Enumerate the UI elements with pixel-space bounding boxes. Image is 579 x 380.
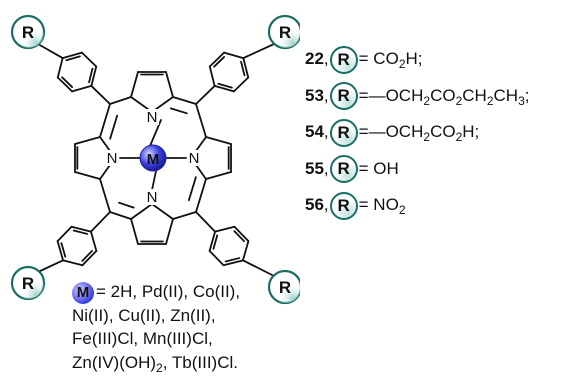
nitrogen-atoms: N N N N: [105, 109, 201, 206]
metal-list-line: Fe(III)Cl, Mn(III)Cl,: [72, 329, 213, 349]
compound-number: 54: [305, 122, 324, 141]
metal-center: M: [139, 144, 167, 172]
formula-text: CO: [430, 122, 456, 141]
r-group-top-right: R: [267, 14, 300, 50]
compound-number: 22: [305, 49, 324, 68]
nitrogen-left: N: [107, 150, 118, 167]
r-group-top-left: R: [10, 14, 46, 50]
formula-subscript: 2: [398, 57, 406, 71]
svg-text:R: R: [22, 274, 34, 293]
compound-separator: ,: [323, 158, 329, 178]
r-badge: R: [329, 118, 358, 147]
formula-text: CH: [462, 85, 487, 105]
compound-row: 54,R=—OCH2CO2H;: [305, 117, 479, 147]
svg-text:R: R: [279, 278, 291, 297]
r-badge: R: [329, 45, 358, 74]
metal-list: M= 2H, Pd(II), Co(II), Ni(II), Cu(II), Z…: [72, 280, 240, 380]
compound-row: 53,R=—OCH2CO2CH2CH3;: [305, 81, 529, 111]
metal-badge: M: [72, 281, 94, 304]
formula-text: CO: [430, 85, 456, 105]
formula-subscript: 2: [423, 93, 431, 108]
formula-subscript: 2: [423, 130, 431, 144]
nitrogen-right: N: [189, 150, 200, 167]
metal-list-line: Ni(II), Cu(II), Zn(II),: [72, 305, 216, 325]
formula-subscript: 2: [486, 93, 494, 108]
nitrogen-bottom: N: [147, 189, 158, 206]
formula-text: CH: [493, 85, 519, 105]
compound-number: 56: [305, 195, 324, 214]
formula-text: H;: [405, 49, 423, 68]
formula-text: = NO: [358, 195, 399, 214]
r-badge: R: [329, 82, 358, 111]
r-badge: R: [329, 155, 358, 184]
compound-separator: ,: [323, 195, 329, 214]
metal-label: M: [147, 151, 160, 168]
svg-text:R: R: [22, 23, 34, 42]
formula-subscript: 3: [518, 93, 525, 108]
formula-text: H;: [462, 122, 480, 141]
compound-number: 55: [305, 158, 324, 178]
formula-subscript: 2: [455, 130, 463, 144]
r-group-bottom-left: R: [10, 265, 46, 301]
compound-row: 55,R= OH: [305, 154, 399, 184]
r-group-bottom-right: R: [267, 269, 300, 305]
compound-separator: ,: [323, 122, 329, 141]
compound-row: 56,R= NO2: [305, 190, 406, 220]
svg-text:R: R: [279, 23, 291, 42]
formula-subscript: 2: [455, 93, 463, 108]
metal-list-line: M= 2H, Pd(II), Co(II),: [72, 280, 240, 304]
formula-text: =—OCH: [358, 85, 424, 105]
r-badge: R: [329, 191, 358, 220]
formula-text: ;: [524, 85, 530, 105]
compound-separator: ,: [323, 85, 329, 105]
porphyrin-structure: N N N N M R R R R: [10, 14, 300, 305]
nitrogen-top: N: [147, 109, 158, 126]
formula-text: =—OCH: [358, 122, 424, 141]
compound-row: 22,R= CO2H;: [305, 44, 423, 74]
formula-subscript: 2: [398, 203, 406, 217]
formula-text: = OH: [358, 158, 399, 178]
compound-separator: ,: [323, 49, 329, 68]
formula-text: = CO: [358, 49, 399, 68]
compound-number: 53: [305, 85, 324, 105]
metal-list-line: Zn(IV)(OH)2, Tb(III)Cl.: [72, 352, 238, 375]
